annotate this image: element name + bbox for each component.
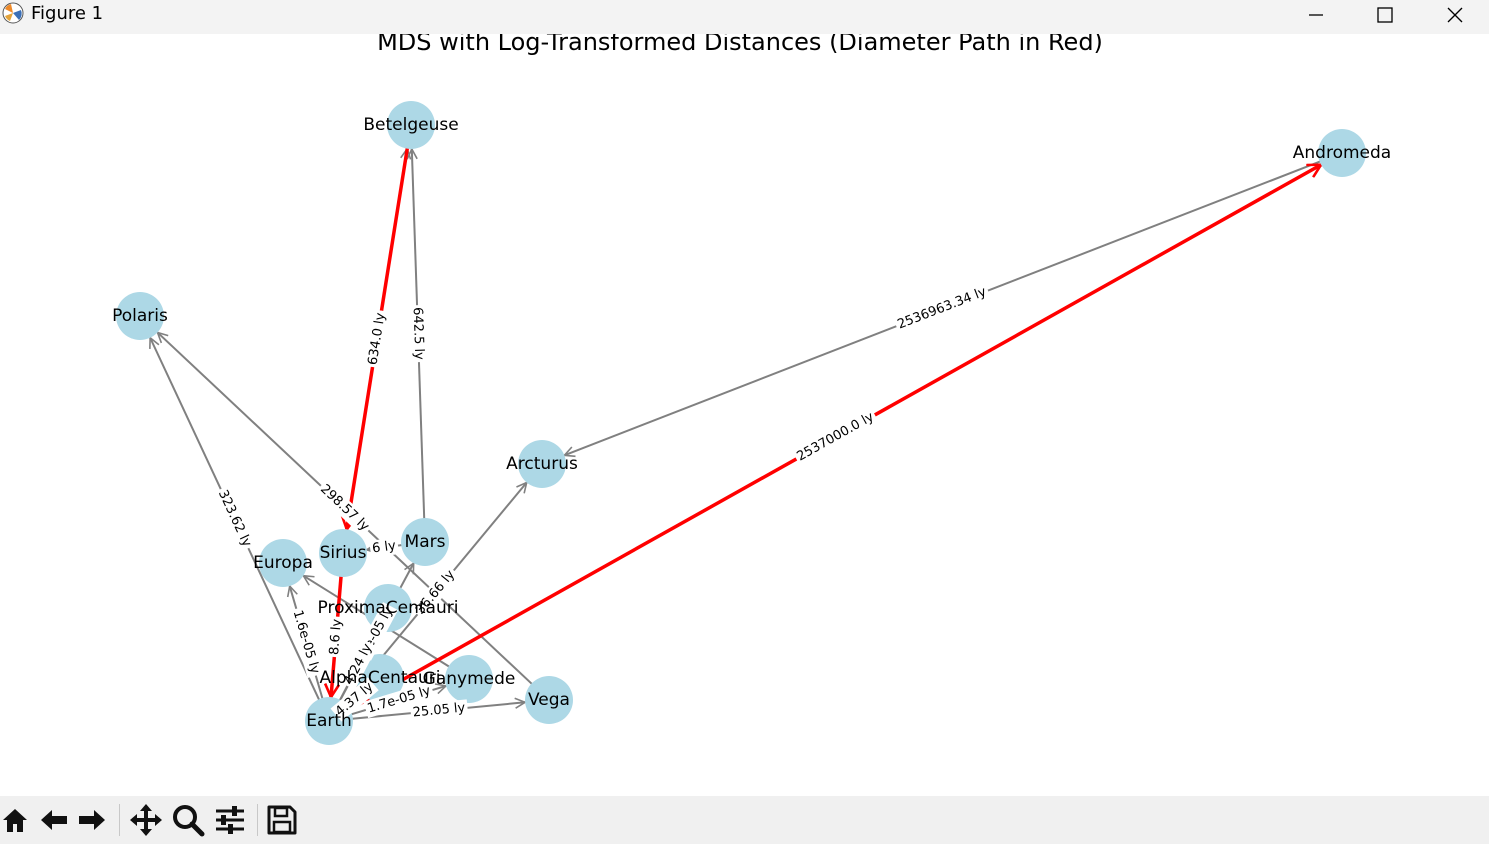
node-label: Sirius <box>320 543 367 563</box>
magnifier-icon <box>173 805 205 837</box>
toolbar-separator <box>257 804 258 836</box>
node-label: Earth <box>306 711 352 731</box>
minimize-icon <box>1309 14 1323 16</box>
edge-label: 323.62 ly <box>215 488 254 550</box>
node-label: Vega <box>528 690 570 710</box>
configure-subplots-button[interactable] <box>212 802 248 838</box>
edge-label-background <box>315 479 375 537</box>
node-polaris <box>116 292 164 340</box>
close-button[interactable] <box>1421 0 1489 30</box>
node-betelgeuse <box>387 101 435 149</box>
floppy-disk-icon <box>267 805 297 835</box>
toolbar-separator <box>119 804 120 836</box>
edge-label-background <box>325 616 347 658</box>
pan-button[interactable] <box>128 802 164 838</box>
edge-label: 8.6 ly <box>327 618 345 656</box>
node-vega <box>525 676 573 724</box>
edge-label-background <box>408 304 428 363</box>
edge-label-background <box>893 282 992 335</box>
node-label: ProximaCentauri <box>318 598 459 618</box>
edge-label: 2536963.34 ly <box>895 284 988 332</box>
figure-title: MDS with Log-Transformed Distances (Diam… <box>377 34 1103 56</box>
node-label: Arcturus <box>506 454 578 474</box>
arrow-right-icon <box>79 810 105 830</box>
home-icon <box>3 809 27 832</box>
save-button[interactable] <box>264 802 300 838</box>
edge-label-background <box>363 681 435 719</box>
home-button[interactable] <box>0 802 30 838</box>
node-mars <box>401 518 449 566</box>
edge-label-background <box>339 638 378 690</box>
node-label: Polaris <box>112 306 168 326</box>
node-label: Europa <box>253 553 313 573</box>
back-button[interactable] <box>38 802 70 838</box>
node-label: Mars <box>405 532 446 552</box>
edge-label-background <box>364 309 390 369</box>
edge-label: 298.57 ly <box>317 482 372 535</box>
navigation-toolbar <box>0 796 1489 844</box>
move-icon <box>130 804 162 836</box>
edge-label: 25.05 ly <box>412 701 466 721</box>
arrow-left-icon <box>41 810 67 830</box>
edge-label-background <box>409 699 469 722</box>
window-titlebar: Figure 1 <box>0 0 1489 34</box>
window-title: Figure 1 <box>31 3 104 24</box>
forward-button[interactable] <box>76 802 108 838</box>
node-labels-layer: BetelgeuseAndromedaPolarisArcturusSirius… <box>112 115 1391 731</box>
edge-label: 1.6e-05 ly <box>290 609 323 676</box>
maximize-icon <box>1377 7 1393 23</box>
edge-label-background <box>369 537 400 558</box>
node-label: Andromeda <box>1293 143 1391 163</box>
edges-layer <box>150 146 1321 720</box>
node-label: AlphaCentauri <box>319 668 440 688</box>
node-label: Betelgeuse <box>363 115 458 135</box>
network-graph: MDS with Log-Transformed Distances (Diam… <box>112 28 1391 745</box>
edge-label: 642.5 ly <box>410 307 427 360</box>
edge-label-background <box>213 485 257 552</box>
node-ganymede <box>445 655 493 703</box>
maximize-button[interactable] <box>1351 0 1419 30</box>
edge-label: 2537000.0 ly <box>794 409 876 464</box>
close-icon <box>1447 7 1463 23</box>
matplotlib-app-icon <box>2 2 24 24</box>
figure-canvas[interactable]: MDS with Log-Transformed Distances (Diam… <box>0 28 1489 796</box>
edge-label-background <box>288 606 324 678</box>
node-label: Ganymede <box>423 669 516 689</box>
zoom-button[interactable] <box>170 802 206 838</box>
node-europa <box>259 539 307 587</box>
node-arcturus <box>518 440 566 488</box>
nodes-layer <box>116 101 1366 745</box>
edge-label-background <box>792 407 880 467</box>
edge-label-background <box>410 565 461 620</box>
sliders-icon <box>216 806 244 834</box>
node-andromeda <box>1318 129 1366 177</box>
minimize-button[interactable] <box>1282 0 1350 30</box>
edge-label: 6 ly <box>371 538 397 556</box>
node-sirius <box>319 529 367 577</box>
edge-label-background <box>330 677 379 722</box>
